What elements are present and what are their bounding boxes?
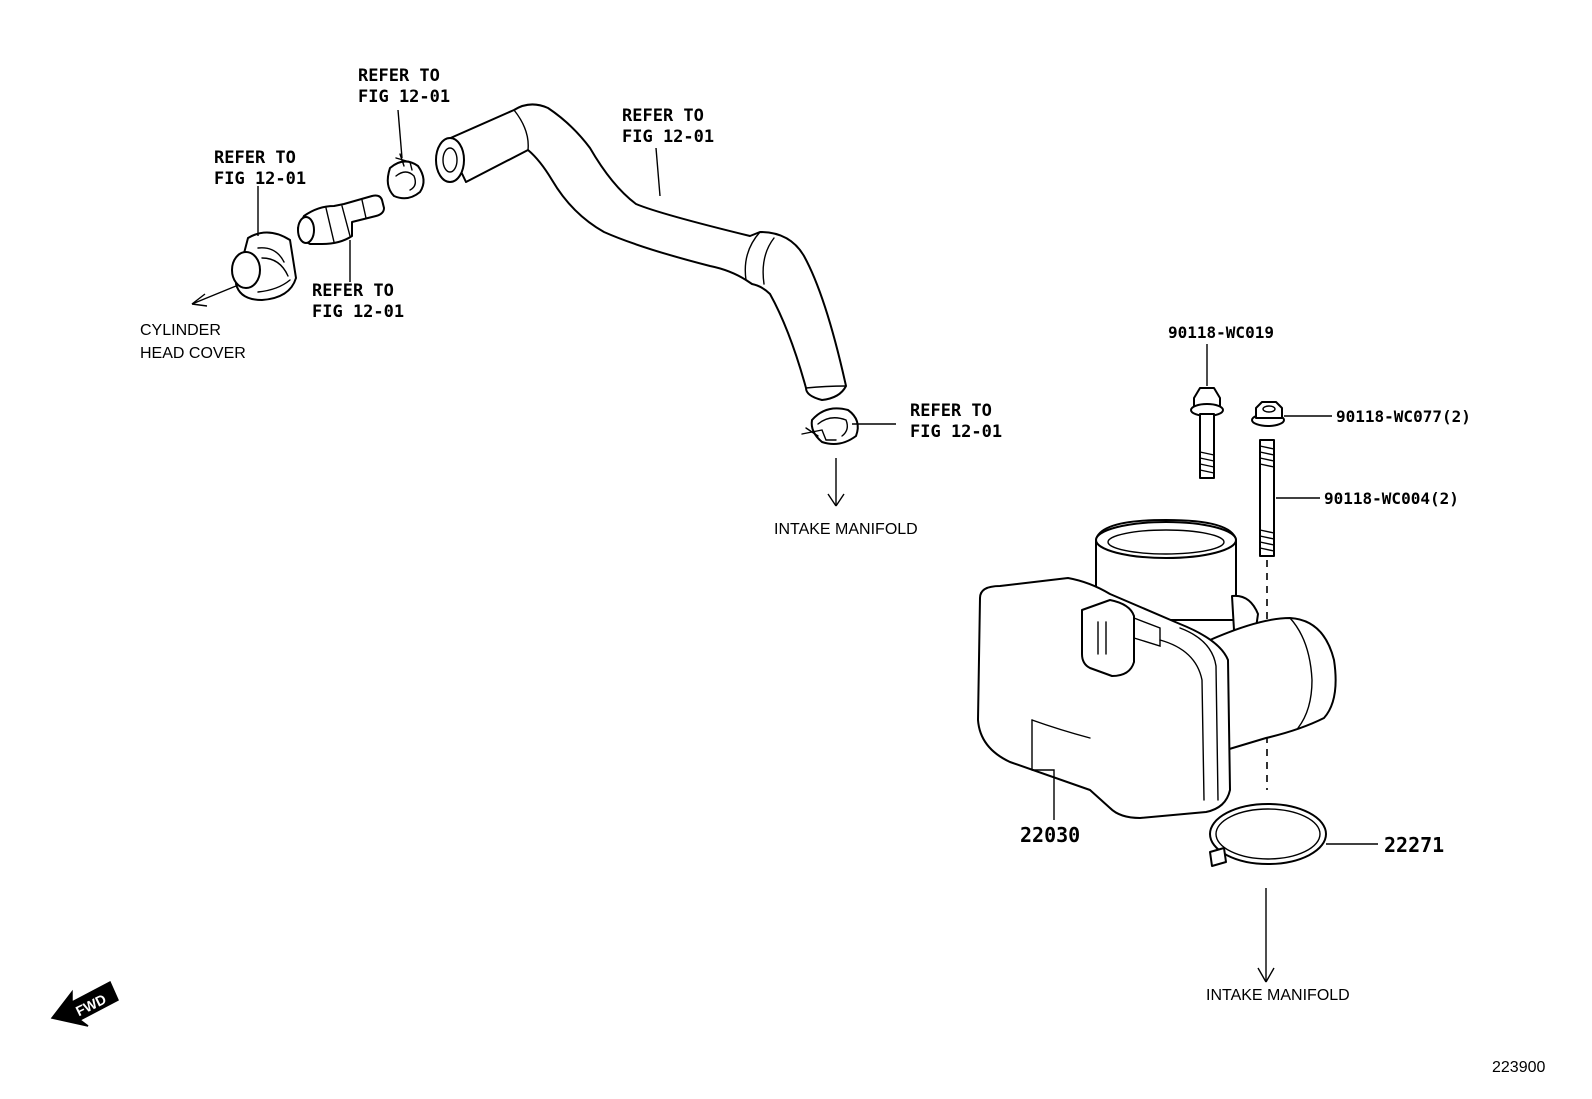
throttle-body-part-number: 22030 bbox=[1020, 823, 1080, 847]
cylinder-head-arrow bbox=[191, 285, 237, 305]
gasket-part-number: 22271 bbox=[1384, 833, 1444, 857]
svg-text:FIG 12-01: FIG 12-01 bbox=[358, 87, 450, 107]
nut bbox=[1251, 401, 1285, 427]
hose-ref-label: REFER TO FIG 12-01 bbox=[622, 106, 714, 147]
svg-text:REFER TO: REFER TO bbox=[358, 66, 440, 86]
intake-manifold-label-hose: INTAKE MANIFOLD bbox=[774, 521, 918, 538]
svg-text:CYLINDER: CYLINDER bbox=[140, 322, 221, 339]
svg-text:REFER TO: REFER TO bbox=[312, 281, 394, 301]
svg-text:FIG 12-01: FIG 12-01 bbox=[312, 302, 404, 322]
svg-text:FIG 12-01: FIG 12-01 bbox=[214, 169, 306, 189]
throttle-body bbox=[977, 519, 1337, 819]
clip-bottom-ref-label: REFER TO FIG 12-01 bbox=[910, 401, 1002, 442]
bolt-part-number: 90118-WC019 bbox=[1168, 323, 1274, 342]
svg-text:REFER TO: REFER TO bbox=[622, 106, 704, 126]
gasket bbox=[1209, 803, 1327, 867]
svg-text:REFER TO: REFER TO bbox=[214, 148, 296, 168]
svg-text:FIG 12-01: FIG 12-01 bbox=[910, 422, 1002, 442]
grommet-ref-label: REFER TO FIG 12-01 bbox=[214, 148, 306, 189]
throttle-body-leader bbox=[1032, 769, 1055, 820]
clip-top-ref-label: REFER TO FIG 12-01 bbox=[358, 66, 450, 107]
intake-manifold-label-gasket: INTAKE MANIFOLD bbox=[1206, 987, 1350, 1004]
forward-direction-arrow: FWD bbox=[50, 980, 119, 1027]
nut-part-number: 90118-WC077(2) bbox=[1336, 407, 1471, 426]
bolt bbox=[1190, 387, 1224, 479]
svg-text:HEAD COVER: HEAD COVER bbox=[140, 345, 246, 362]
hose-clip-bottom bbox=[801, 407, 859, 445]
pcv-valve bbox=[297, 194, 385, 245]
figure-code: 223900 bbox=[1492, 1059, 1545, 1076]
cylinder-head-cover-label: CYLINDER HEAD COVER bbox=[140, 322, 246, 362]
stud-part-number: 90118-WC004(2) bbox=[1324, 489, 1459, 508]
hose-leader bbox=[655, 147, 661, 197]
stud bbox=[1259, 439, 1275, 557]
svg-text:FIG 12-01: FIG 12-01 bbox=[622, 127, 714, 147]
clip-top-leader bbox=[397, 109, 403, 159]
pcv-grommet bbox=[231, 231, 297, 301]
svg-text:REFER TO: REFER TO bbox=[910, 401, 992, 421]
hose-clip-top bbox=[386, 153, 425, 200]
valve-ref-label: REFER TO FIG 12-01 bbox=[312, 281, 404, 322]
ventilation-hose bbox=[435, 103, 847, 401]
